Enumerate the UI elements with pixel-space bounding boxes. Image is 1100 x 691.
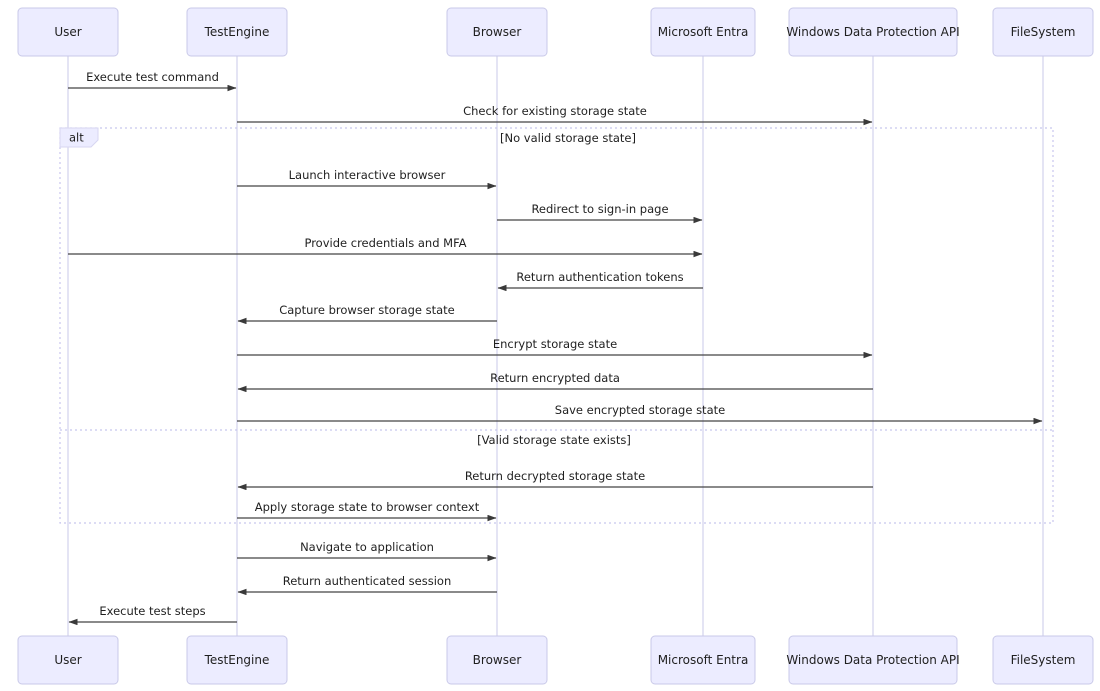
participant-label: Windows Data Protection API xyxy=(786,653,959,667)
participant-browser-bottom[interactable]: Browser xyxy=(446,635,548,685)
participant-label: Browser xyxy=(473,653,522,667)
participant-fs-bottom[interactable]: FileSystem xyxy=(992,635,1094,685)
participant-entra-top[interactable]: Microsoft Entra xyxy=(650,7,756,57)
alt-branch-condition-0: [No valid storage state] xyxy=(500,131,636,145)
alt-fragment-tag xyxy=(59,127,99,148)
alt-fragment-group: alt [No valid storage state] [Valid storag… xyxy=(59,127,1054,524)
participant-box[interactable] xyxy=(446,7,548,57)
participant-label: Microsoft Entra xyxy=(658,653,749,667)
message-label: Return authentication tokens xyxy=(516,270,683,284)
message-m12: Apply storage state to browser context xyxy=(237,500,497,522)
message-label: Execute test command xyxy=(86,70,219,84)
participant-label: User xyxy=(54,653,81,667)
message-m3: Launch interactive browser xyxy=(237,168,497,190)
participant-box[interactable] xyxy=(17,7,119,57)
lifelines-group xyxy=(67,56,1044,636)
message-m6: Return authentication tokens xyxy=(497,270,703,292)
message-label: Return decrypted storage state xyxy=(465,469,645,483)
participant-box[interactable] xyxy=(650,635,756,685)
participant-label: Browser xyxy=(473,25,522,39)
message-label: Return encrypted data xyxy=(490,371,620,385)
participant-user-top[interactable]: User xyxy=(17,7,119,57)
message-label: Apply storage state to browser context xyxy=(255,500,480,514)
message-label: Navigate to application xyxy=(300,540,434,554)
message-label: Save encrypted storage state xyxy=(555,403,725,417)
participants-bottom-group: User TestEngine Browser Microsoft Entra Wind… xyxy=(17,635,1094,685)
message-m13: Navigate to application xyxy=(237,540,497,562)
participant-box[interactable] xyxy=(186,7,288,57)
participant-dpapi-bottom[interactable]: Windows Data Protection API xyxy=(786,635,960,685)
message-label: Capture browser storage state xyxy=(279,303,455,317)
participant-label: Microsoft Entra xyxy=(658,25,749,39)
participant-browser-top[interactable]: Browser xyxy=(446,7,548,57)
participant-label: Windows Data Protection API xyxy=(786,25,959,39)
participant-label: User xyxy=(54,25,81,39)
message-m4: Redirect to sign-in page xyxy=(497,202,703,224)
message-label: Execute test steps xyxy=(99,604,205,618)
participant-label: FileSystem xyxy=(1011,25,1076,39)
alt-fragment-operator-label: alt xyxy=(69,131,84,145)
participant-box[interactable] xyxy=(446,635,548,685)
participant-dpapi-top[interactable]: Windows Data Protection API xyxy=(786,7,960,57)
message-label: Check for existing storage state xyxy=(463,104,647,118)
participant-label: TestEngine xyxy=(204,653,270,667)
participant-box[interactable] xyxy=(186,635,288,685)
message-label: Provide credentials and MFA xyxy=(304,236,466,250)
message-m7: Capture browser storage state xyxy=(237,303,497,325)
alt-fragment-border xyxy=(59,127,1054,524)
message-m8: Encrypt storage state xyxy=(237,337,873,359)
participant-box[interactable] xyxy=(650,7,756,57)
participant-fs-top[interactable]: FileSystem xyxy=(992,7,1094,57)
participant-box[interactable] xyxy=(17,635,119,685)
message-m5: Provide credentials and MFA xyxy=(68,236,703,258)
message-m1: Execute test command xyxy=(68,70,237,92)
message-m9: Return encrypted data xyxy=(237,371,873,393)
participant-label: FileSystem xyxy=(1011,653,1076,667)
participant-box[interactable] xyxy=(788,7,958,57)
message-m14: Return authenticated session xyxy=(237,574,497,596)
message-label: Return authenticated session xyxy=(283,574,452,588)
participant-box[interactable] xyxy=(992,7,1094,57)
participant-entra-bottom[interactable]: Microsoft Entra xyxy=(650,635,756,685)
participant-engine-bottom[interactable]: TestEngine xyxy=(186,635,288,685)
message-m2: Check for existing storage state xyxy=(237,104,873,126)
participant-box[interactable] xyxy=(992,635,1094,685)
participant-box[interactable] xyxy=(788,635,958,685)
alt-branch-condition-1: [Valid storage state exists] xyxy=(477,433,631,447)
message-m11: Return decrypted storage state xyxy=(237,469,873,491)
participant-engine-top[interactable]: TestEngine xyxy=(186,7,288,57)
message-label: Encrypt storage state xyxy=(493,337,617,351)
message-label: Launch interactive browser xyxy=(289,168,446,182)
message-label: Redirect to sign-in page xyxy=(531,202,668,216)
participants-top-group: User TestEngine Browser Microsoft Entra Wind… xyxy=(17,7,1094,57)
participant-label: TestEngine xyxy=(204,25,270,39)
participant-user-bottom[interactable]: User xyxy=(17,635,119,685)
message-m15: Execute test steps xyxy=(68,604,237,626)
message-m10: Save encrypted storage state xyxy=(237,403,1043,425)
